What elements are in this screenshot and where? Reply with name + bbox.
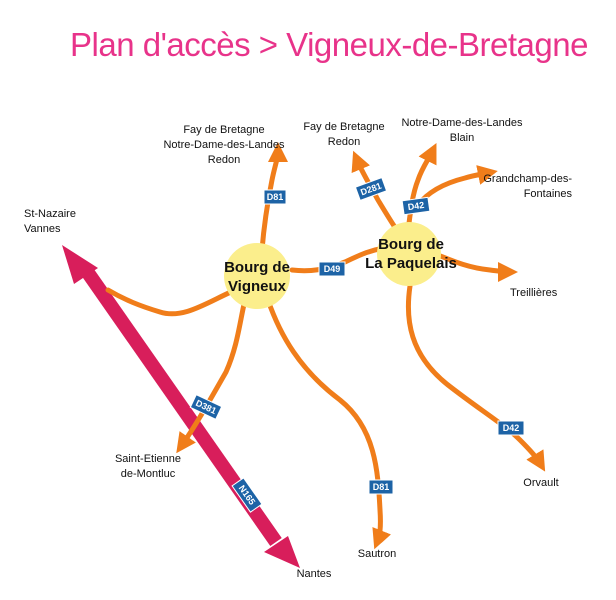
svg-text:Redon: Redon — [208, 154, 240, 166]
svg-text:Redon: Redon — [328, 136, 360, 148]
road-d381 — [176, 297, 248, 454]
n165-arrow-south — [264, 536, 300, 568]
destination-labels: Fay de Bretagne Notre-Dame-des-Landes Re… — [24, 117, 572, 580]
label-notre-dame-blain: Notre-Dame-des-Landes Blain — [401, 117, 523, 144]
road-d281 — [351, 150, 401, 235]
road-d81-north — [259, 142, 288, 253]
road-badges: D81 D281 D42 D49 D381 D42 D81 N165 — [189, 176, 525, 513]
road-badge-d49: D49 — [318, 261, 346, 277]
svg-text:Fay de Bretagne: Fay de Bretagne — [183, 124, 264, 136]
road-badge-d281: D281 — [354, 176, 388, 202]
label-st-nazaire: St-Nazaire Vannes — [24, 208, 76, 235]
svg-text:St-Nazaire: St-Nazaire — [24, 208, 76, 220]
road-badge-d81-south: D81 — [368, 479, 394, 495]
svg-text:D49: D49 — [324, 264, 341, 274]
svg-text:Fontaines: Fontaines — [524, 188, 573, 200]
label-saint-etienne: Saint-Etienne de-Montluc — [115, 453, 181, 480]
road-d42-south — [405, 283, 546, 472]
road-badge-d42-north: D42 — [401, 196, 431, 216]
svg-text:Notre-Dame-des-Landes: Notre-Dame-des-Landes — [163, 139, 285, 151]
svg-text:Notre-Dame-des-Landes: Notre-Dame-des-Landes — [401, 117, 523, 129]
label-fay-redon: Fay de Bretagne Redon — [303, 121, 384, 148]
town-paquelais: Bourg de La Paquelais — [365, 222, 457, 286]
town-label-line2: Vigneux — [228, 278, 287, 295]
road-badge-d81-north: D81 — [263, 189, 287, 205]
label-grandchamp: Grandchamp-des- Fontaines — [483, 173, 572, 200]
town-circle — [224, 243, 290, 309]
secondary-roads — [105, 142, 546, 550]
road-badge-d42-south: D42 — [497, 420, 525, 436]
road-d81-south — [265, 297, 391, 550]
svg-text:Grandchamp-des-: Grandchamp-des- — [483, 173, 572, 185]
n165-arrow-north — [62, 245, 98, 284]
label-nantes: Nantes — [297, 568, 332, 580]
label-fay-notre-dame-redon: Fay de Bretagne Notre-Dame-des-Landes Re… — [163, 124, 285, 166]
town-circle — [377, 222, 441, 286]
svg-text:D42: D42 — [407, 200, 425, 212]
road-grandchamp — [415, 165, 498, 208]
page-title: Plan d'accès > Vigneux-de-Bretagne — [70, 26, 588, 63]
svg-text:Fay de Bretagne: Fay de Bretagne — [303, 121, 384, 133]
town-label-line1: Bourg de — [378, 236, 444, 253]
svg-text:D42: D42 — [503, 423, 520, 433]
svg-text:Saint-Etienne: Saint-Etienne — [115, 453, 181, 465]
road-vigneux-west — [105, 285, 243, 317]
svg-text:Vannes: Vannes — [24, 223, 61, 235]
label-treillieres: Treillières — [510, 287, 558, 299]
svg-text:D81: D81 — [267, 192, 284, 202]
svg-text:Blain: Blain — [450, 132, 474, 144]
road-treillieres — [435, 252, 518, 282]
road-badge-d381: D381 — [189, 394, 223, 420]
label-sautron: Sautron — [358, 548, 397, 560]
svg-text:de-Montluc: de-Montluc — [121, 468, 176, 480]
town-label-line1: Bourg de — [224, 259, 290, 276]
svg-text:D81: D81 — [373, 482, 390, 492]
label-orvault: Orvault — [523, 477, 558, 489]
town-vigneux: Bourg de Vigneux — [224, 243, 290, 309]
town-label-line2: La Paquelais — [365, 255, 457, 272]
road-d42-north — [405, 143, 437, 235]
